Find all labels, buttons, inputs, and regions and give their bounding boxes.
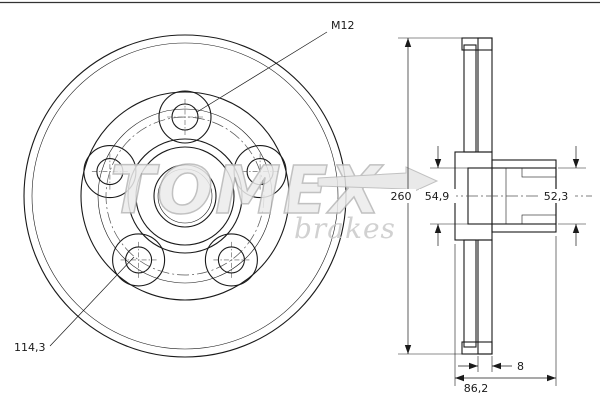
hub-face-region xyxy=(80,91,290,301)
watermark-brand-text: TOMEX xyxy=(110,152,384,229)
bore-right-label: 52,3 xyxy=(544,190,569,203)
bearing-seat-top xyxy=(521,167,557,178)
bolt-hole xyxy=(167,99,203,135)
disc-outer-edge xyxy=(23,34,347,358)
bearing-seat-bottom xyxy=(521,214,557,225)
bolt-circle-leader-line xyxy=(49,256,135,347)
hub-face-inner-edge xyxy=(97,108,273,284)
watermark-subtitle-text: brakes xyxy=(294,212,396,245)
bolt-holes xyxy=(91,99,279,278)
dim-outer-diameter: 260 xyxy=(386,37,470,355)
hub-length-label: 86,2 xyxy=(464,382,489,395)
bore-left-label: 54,9 xyxy=(425,190,450,203)
bolt-circle-callout: 114,3 xyxy=(14,256,135,354)
dim-bore-right: 52,3 xyxy=(538,146,586,246)
bell-wall-bottom-section xyxy=(463,239,477,348)
disc-friction-edge xyxy=(31,42,339,350)
disc-thickness-label: 8 xyxy=(517,360,524,373)
dim-bore-left: 54,9 xyxy=(419,146,468,246)
bolt-scallops xyxy=(83,90,287,287)
dim-hub-length: 86,2 xyxy=(454,236,557,395)
outer-diameter-label: 260 xyxy=(391,190,412,203)
web-top-section xyxy=(461,37,493,51)
disc-plate-top-section xyxy=(477,37,493,153)
hub-center-face xyxy=(127,138,243,254)
bearing-inner-race xyxy=(157,168,213,224)
m12-leader-line xyxy=(196,31,328,113)
watermark-arrow-icon xyxy=(317,166,439,196)
section-view: 260 54,9 52,3 xyxy=(386,37,592,395)
m12-label: M12 xyxy=(331,19,355,32)
front-view: M12 114,3 xyxy=(14,19,355,358)
bolt-hole xyxy=(213,241,250,278)
bolt-hole xyxy=(242,153,279,190)
disc-plate-bottom-section xyxy=(477,239,493,355)
bolt-hole xyxy=(91,153,128,190)
bolt-circle-label: 114,3 xyxy=(14,341,46,354)
bell-wall-top-section xyxy=(463,44,477,153)
bolt-hole xyxy=(120,241,157,278)
thread-callout: M12 xyxy=(196,19,355,113)
dim-disc-thickness: 8 xyxy=(458,356,524,373)
bearing-ring xyxy=(135,146,235,246)
watermark: TOMEX brakes xyxy=(109,151,439,245)
web-bottom-section xyxy=(461,341,493,355)
bearing-bore xyxy=(153,164,217,228)
